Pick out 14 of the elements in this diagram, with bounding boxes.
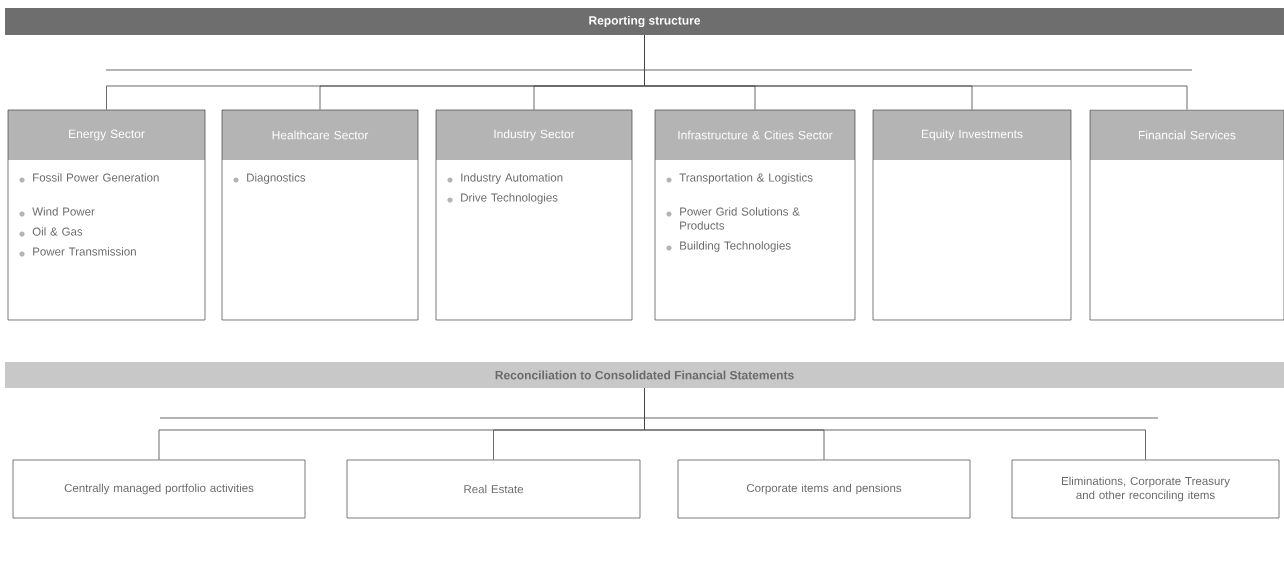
item-box: Eliminations, Corporate Treasury and other reconciling items [1011,459,1280,519]
segment-box: Healthcare Sector Diagnostics [221,109,419,321]
segment-box: Energy Sector Fossil Power Generation Wind Power Oil & Gas Power Transmission [7,109,206,321]
segment-box: Infrastructure & Cities Sector Transportation & Logistics Power Grid Solutions & Products Building Technologies [654,109,856,321]
segment-box: Industry Sector Industry Automation Drive Technologies [435,109,633,321]
segment-box: Financial Services [1089,109,1284,321]
item-box: Centrally managed portfolio activities [12,459,306,519]
item-box: Real Estate [346,459,641,519]
connector-line [644,34,1188,111]
segment-box: Equity Investments [872,109,1072,321]
header-band: Reconciliation to Consolidated Financial Statements [5,362,1284,388]
connector-line [644,387,1146,461]
header-band: Reporting structure [5,8,1284,35]
item-box: Corporate items and pensions [677,459,971,519]
